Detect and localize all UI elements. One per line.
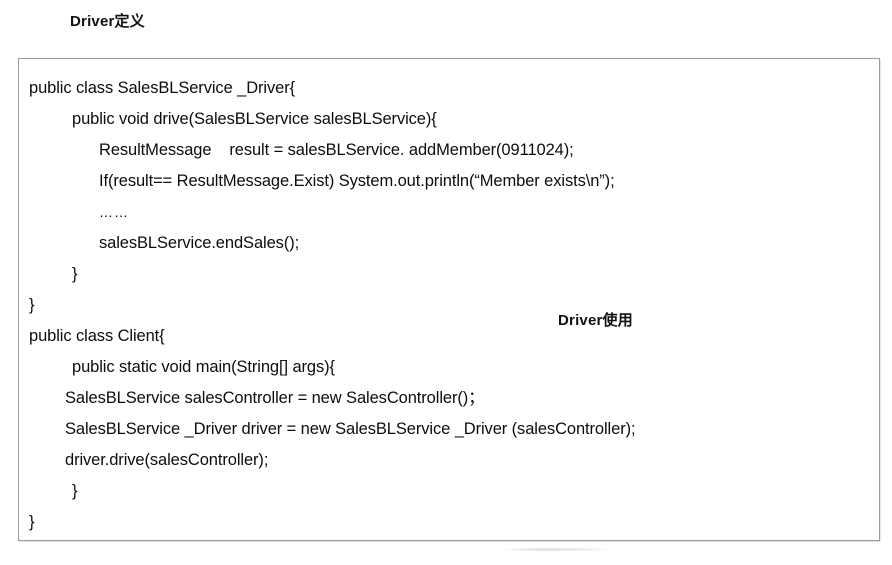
code-block-container: public class SalesBLService _Driver{publ…	[18, 58, 880, 541]
code-line: driver.drive(salesController);	[65, 451, 269, 469]
clipped-header-text-strip: ……………………………………………	[30, 40, 520, 52]
code-line: }	[29, 513, 35, 531]
page-edge-artifact	[500, 548, 610, 551]
code-line: public static void main(String[] args){	[72, 358, 335, 376]
code-line: public void drive(SalesBLService salesBL…	[72, 110, 437, 128]
clipped-header-text: ……………………………………………	[30, 40, 520, 45]
code-line: salesBLService.endSales();	[99, 234, 300, 252]
code-line: ……	[99, 204, 129, 220]
code-line: ResultMessage result = salesBLService. a…	[99, 141, 574, 159]
annotation-driver-usage: Driver使用	[558, 312, 633, 329]
code-line: SalesBLService salesController = new Sal…	[65, 389, 485, 407]
code-line-list: public class SalesBLService _Driver{publ…	[19, 59, 879, 538]
code-line: If(result== ResultMessage.Exist) System.…	[99, 172, 615, 190]
code-line: SalesBLService _Driver driver = new Sale…	[65, 420, 636, 438]
code-line: public class SalesBLService _Driver{	[29, 79, 296, 97]
code-line: public class Client{	[29, 327, 165, 345]
code-line: }	[72, 482, 78, 500]
code-line: }	[29, 296, 35, 314]
code-line: }	[72, 265, 78, 283]
annotation-driver-definition: Driver定义	[70, 13, 145, 30]
